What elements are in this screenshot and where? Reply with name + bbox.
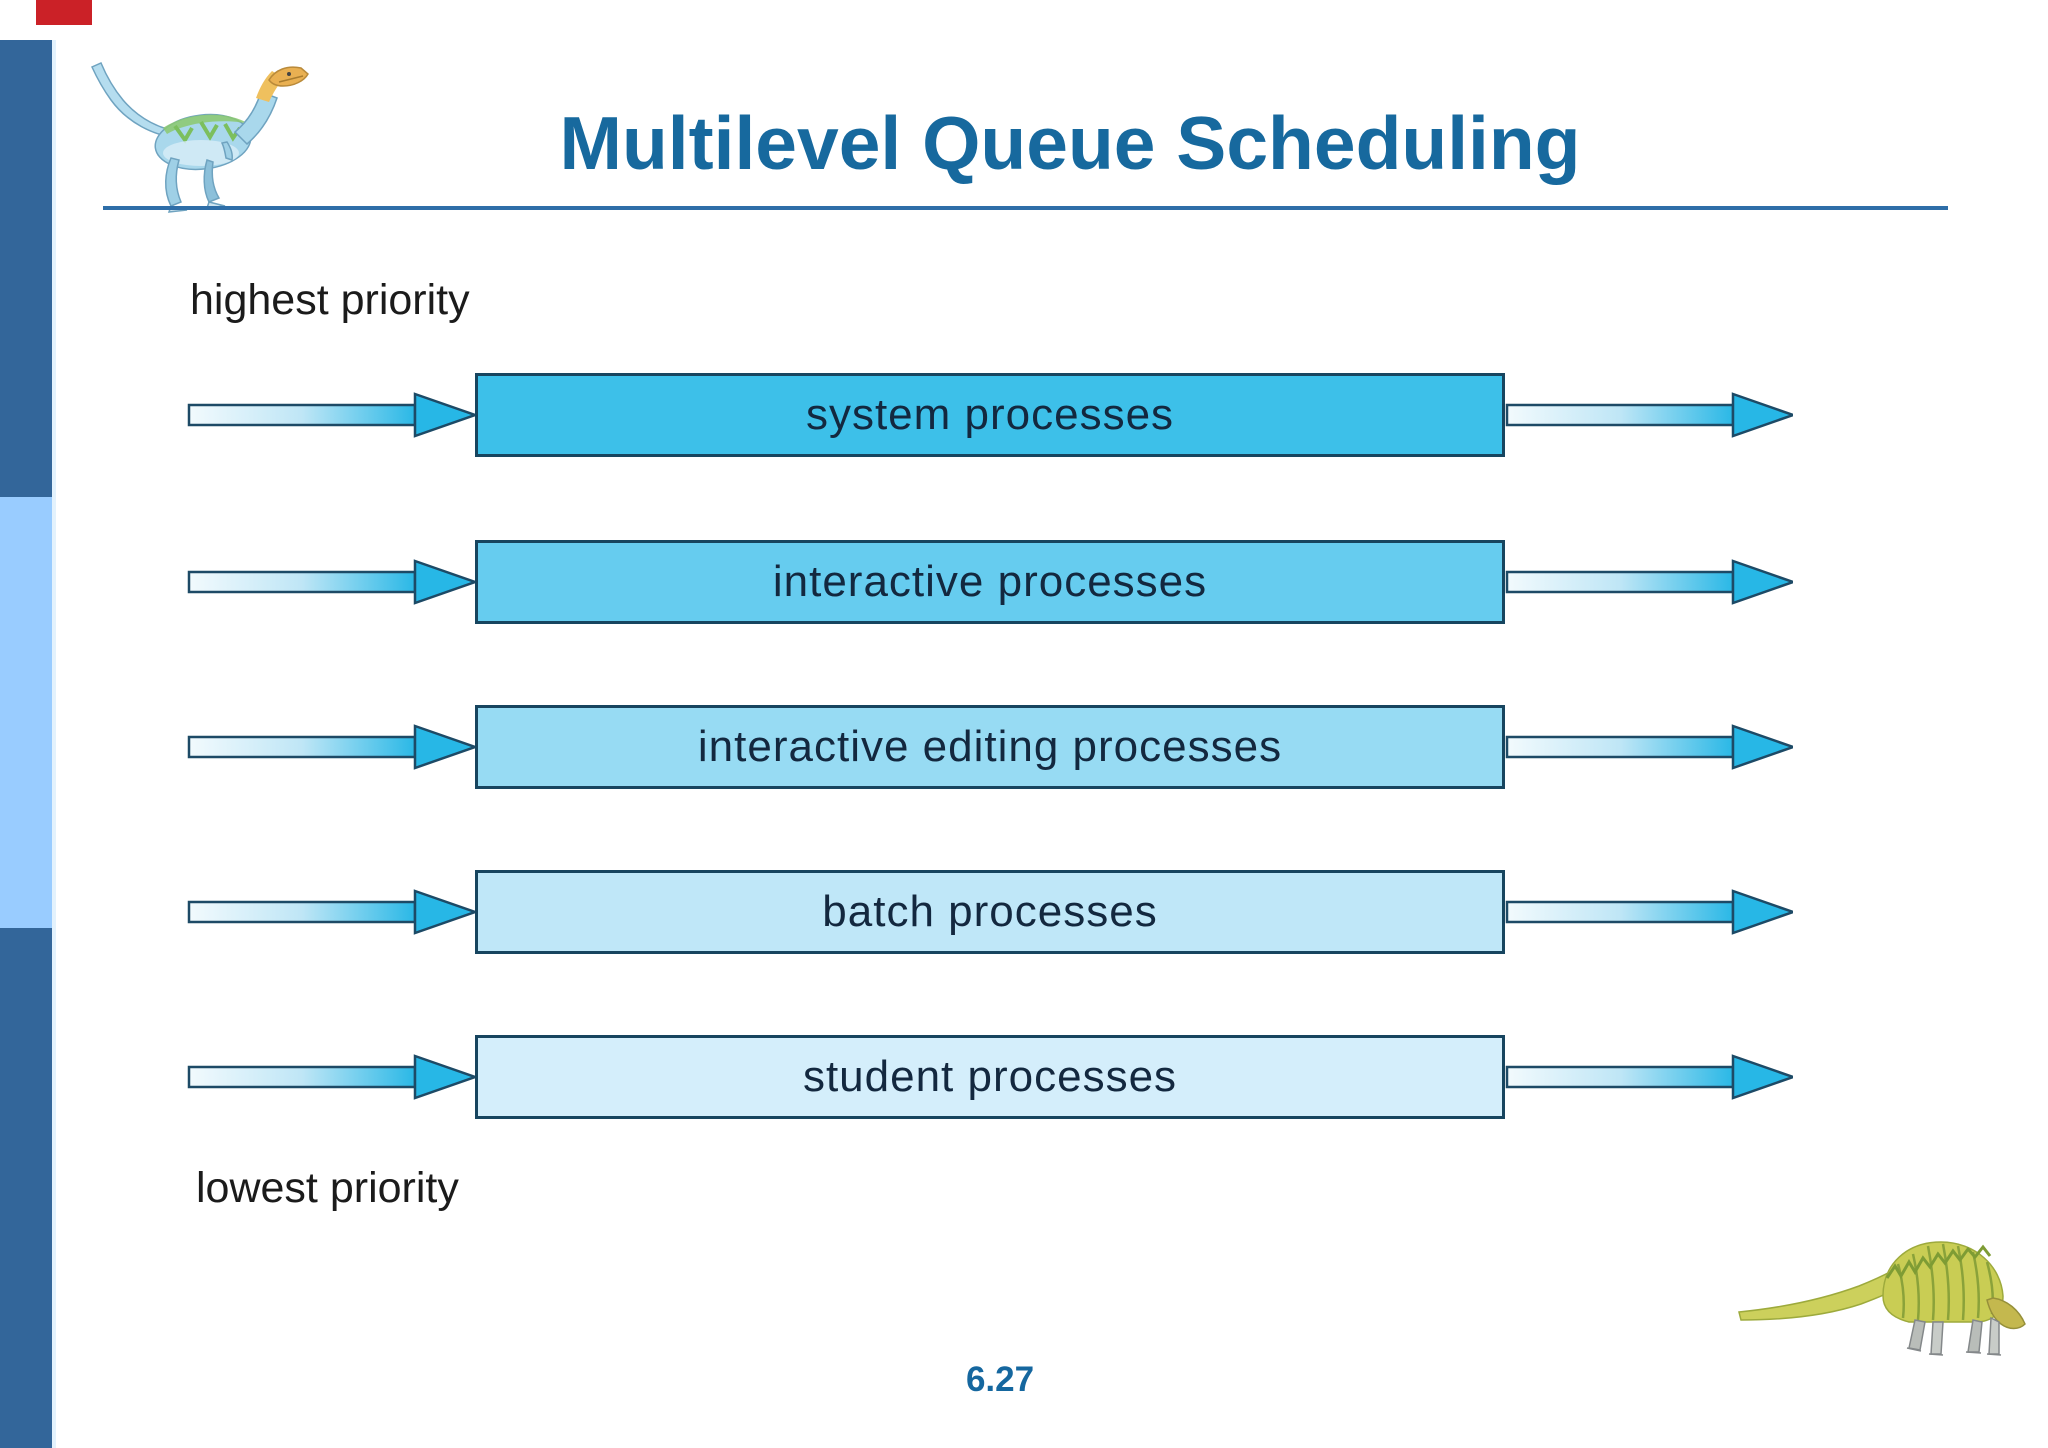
queue-row: student processes xyxy=(0,1035,2048,1119)
dinosaur-footer-icon xyxy=(1738,1241,2026,1356)
arrow-right-icon xyxy=(1505,889,1793,935)
queue-row: interactive processes xyxy=(0,540,2048,624)
sidebar-accent-red xyxy=(36,0,92,25)
sidebar-segment-light xyxy=(0,497,52,928)
arrow-right-icon xyxy=(187,1054,475,1100)
arrow-right-icon xyxy=(187,724,475,770)
sidebar-segment-dark-top xyxy=(0,40,52,497)
queue-box: batch processes xyxy=(475,870,1505,954)
queue-row: system processes xyxy=(0,373,2048,457)
queue-box: student processes xyxy=(475,1035,1505,1119)
page-number: 6.27 xyxy=(965,1360,1035,1399)
arrow-right-icon xyxy=(1505,1054,1793,1100)
title-underline xyxy=(103,206,1948,210)
highest-priority-label: highest priority xyxy=(190,276,470,324)
queue-box: system processes xyxy=(475,373,1505,457)
queue-label: student processes xyxy=(802,1052,1178,1101)
arrow-right-icon xyxy=(187,889,475,935)
arrow-right-icon xyxy=(187,559,475,605)
queue-box: interactive editing processes xyxy=(475,705,1505,789)
queue-row: batch processes xyxy=(0,870,2048,954)
arrow-right-icon xyxy=(187,392,475,438)
queue-row: interactive editing processes xyxy=(0,705,2048,789)
arrow-right-icon xyxy=(1505,724,1793,770)
queue-label: interactive editing processes xyxy=(697,722,1283,771)
arrow-right-icon xyxy=(1505,559,1793,605)
sidebar-edge-stripe xyxy=(52,40,56,1448)
lowest-priority-label: lowest priority xyxy=(196,1164,459,1212)
arrow-right-icon xyxy=(1505,392,1793,438)
slide-title: Multilevel Queue Scheduling xyxy=(559,101,1581,185)
queue-label: batch processes xyxy=(822,887,1158,936)
sidebar-segment-dark-bottom xyxy=(0,928,52,1448)
queue-box: interactive processes xyxy=(475,540,1505,624)
dinosaur-logo-icon xyxy=(91,62,309,213)
queue-label: interactive processes xyxy=(772,557,1208,606)
queue-label: system processes xyxy=(805,390,1175,439)
